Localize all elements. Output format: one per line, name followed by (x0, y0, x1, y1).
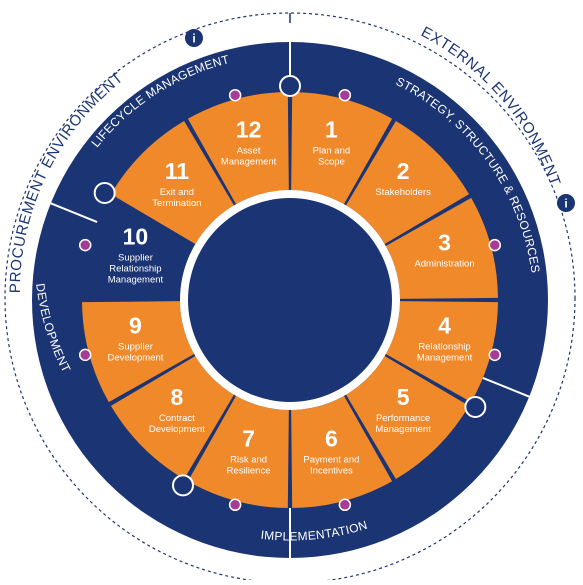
segment-3[interactable] (385, 197, 498, 299)
segment-label-line: Plan and (313, 145, 351, 156)
segment-number: 5 (397, 384, 410, 410)
segment-9[interactable] (82, 301, 195, 403)
segment-5[interactable] (345, 355, 470, 480)
segment-number: 1 (325, 116, 338, 142)
connector-dot (78, 238, 92, 252)
connector-dots (78, 75, 502, 512)
segment-label-line: Relationship (109, 264, 161, 275)
segment-label-line: Management (108, 275, 164, 286)
segment-label-line: Development (149, 424, 205, 435)
phase-junction-dot (464, 396, 487, 418)
svg-text:i: i (192, 32, 195, 46)
svg-text:i: i (564, 197, 567, 211)
segment-label-line: Incentives (310, 466, 353, 477)
segment-7[interactable] (187, 395, 289, 508)
segment-number: 2 (397, 158, 410, 184)
segment-4[interactable] (385, 301, 498, 403)
segment-12[interactable] (187, 92, 289, 205)
segment-number: 11 (165, 158, 190, 184)
connector-dot (228, 88, 242, 102)
segment-label-line: Performance (376, 413, 430, 424)
segment-label-line: Scope (318, 156, 345, 167)
segment-label-line: Administration (414, 259, 474, 270)
segment-label-line: Exit and (160, 187, 194, 198)
environment-dashed-ring (4, 12, 576, 584)
segment-label-line: Risk and (230, 455, 267, 466)
connector-dot (488, 348, 502, 362)
connector-dot (488, 238, 502, 252)
segment-label-line: Management (375, 424, 431, 435)
connector-dot (338, 88, 352, 102)
segment-8[interactable] (110, 355, 235, 480)
phase-junction-dot (279, 75, 301, 97)
phase-divider-line (50, 202, 98, 224)
center-hub (188, 198, 392, 402)
segment-6[interactable] (291, 395, 393, 508)
segment-number: 8 (170, 384, 183, 410)
segment-label-line: Supplier (118, 341, 153, 352)
segment-label-line: Contract (159, 413, 195, 424)
segment-label-line: Supplier (118, 253, 153, 264)
segment-number: 6 (325, 426, 338, 452)
segment-label-line: Termination (152, 198, 201, 209)
segment-label-line: Payment and (303, 455, 359, 466)
segment-label-line: Stakeholders (375, 187, 431, 198)
segment-label-line: Resilience (227, 466, 271, 477)
connector-dot (228, 498, 242, 512)
segment-2[interactable] (345, 120, 470, 245)
segment-number: 4 (438, 312, 451, 338)
segment-number: 12 (236, 116, 262, 142)
phase-divider-line (482, 376, 530, 398)
segment-1[interactable] (291, 92, 393, 205)
phase-junction-dot (93, 182, 116, 204)
segment-label-line: Relationship (418, 341, 470, 352)
segment-label-line: Asset (237, 145, 261, 156)
phase-junction-dot (172, 474, 194, 497)
connector-dot (338, 498, 352, 512)
segment-number: 7 (242, 426, 255, 452)
segment-number: 3 (438, 230, 451, 256)
segment-11[interactable] (110, 120, 235, 245)
segment-label-line: Development (107, 352, 163, 363)
segment-number: 9 (129, 312, 142, 338)
segment-number: 10 (123, 224, 149, 250)
external-info-icon[interactable]: i (557, 194, 575, 212)
procurement-info-icon[interactable]: i (185, 29, 203, 47)
segment-10[interactable] (82, 197, 195, 299)
connector-dot (78, 348, 92, 362)
phase-dividers (50, 42, 530, 558)
segment-label-line: Management (417, 352, 473, 363)
segment-label-line: Management (221, 156, 277, 167)
